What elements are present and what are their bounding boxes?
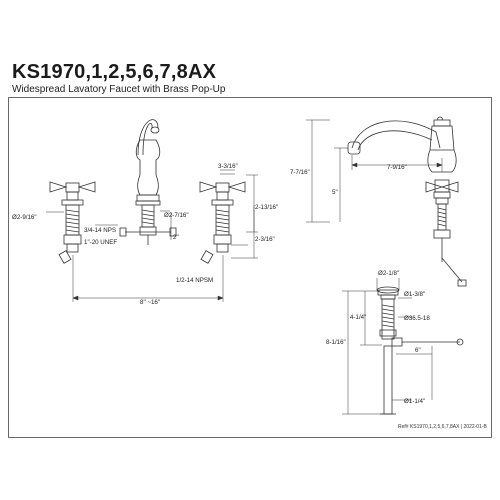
product-subtitle: Widespread Lavatory Faucet with Brass Po… <box>12 84 226 95</box>
label-nps: 3/4-14 NPS <box>84 227 116 234</box>
drawing-frame <box>8 97 492 438</box>
label-pivot-reach: 6" <box>415 347 421 354</box>
right-handle-drawing <box>199 181 246 264</box>
label-drain-thread: Ø36.5-18 <box>404 315 430 322</box>
left-handle-drawing <box>49 181 96 264</box>
label-overall-height: 7-7/16" <box>290 169 310 176</box>
label-handle-shank: 2-3/16" <box>255 236 275 243</box>
reference-number: Ref# KS1970,1,2,5,6,7,8AX | 2022-01-B <box>398 424 487 430</box>
label-handle-height: 2-13/16" <box>255 204 278 211</box>
label-drain-flange-dia: Ø1-3/8" <box>404 291 425 298</box>
label-spout-base-dia: Ø2-7/16" <box>164 212 189 219</box>
label-drain-total: 8-1/16" <box>326 339 346 346</box>
center-spout-drawing <box>119 119 177 245</box>
side-view-drawing <box>347 116 467 287</box>
label-spout-clearance: 5" <box>332 189 338 196</box>
label-spout-height-base: 2" <box>173 234 179 241</box>
label-tailpiece-dia: Ø1-1/4" <box>404 398 425 405</box>
label-spout-reach: 7-9/16" <box>387 164 407 171</box>
label-handle-width: 3-3/16" <box>218 163 238 170</box>
label-spread: 8" ~16" <box>140 299 160 306</box>
dimension-labels: Ø2-9/16" 1"-20 UNEF 3/4-14 NPS Ø2-7/16" … <box>12 163 430 405</box>
label-handle-dia: Ø2-9/16" <box>12 214 37 221</box>
drain-dimension-lines <box>342 278 433 415</box>
front-dimension-lines <box>46 169 258 302</box>
label-unef: 1"-20 UNEF <box>84 239 117 246</box>
model-number: KS1970,1,2,5,6,7,8AX <box>12 61 217 83</box>
pop-up-drain-drawing <box>376 286 464 415</box>
label-drain-upper: 4-1/4" <box>350 314 366 321</box>
label-npsm: 1/2-14 NPSM <box>176 277 213 284</box>
side-dimension-lines <box>306 119 443 223</box>
label-drain-top-dia: Ø2-1/8" <box>378 270 399 277</box>
